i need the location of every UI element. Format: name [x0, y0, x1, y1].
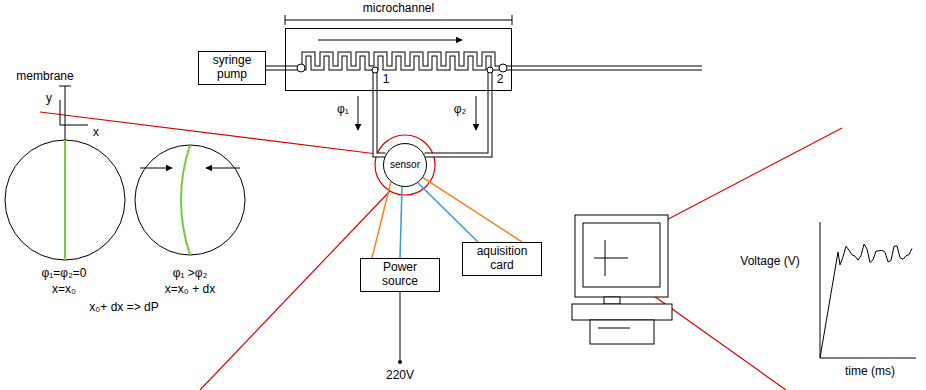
pressure-arrow	[358, 96, 359, 130]
bracket	[285, 15, 512, 25]
flow-arrow	[318, 40, 462, 41]
node-text: syringe pump	[203, 54, 261, 82]
node-text: aquisition card	[467, 245, 537, 273]
pump-box: syringe pump	[198, 51, 266, 85]
power-wire	[372, 182, 391, 258]
wire-connector	[372, 182, 391, 258]
tube-wall	[266, 66, 285, 71]
node-text: Power source	[365, 261, 435, 289]
axes	[60, 100, 88, 125]
axis-label: Voltage (V)	[740, 255, 799, 269]
wire-connector	[423, 178, 522, 242]
membrane-leader	[59, 86, 71, 87]
tube-connector	[266, 68, 285, 69]
tube-connector	[375, 91, 385, 155]
serpentine-channel	[285, 54, 502, 68]
pressure-taps	[372, 67, 493, 92]
state-label: x=x₀	[52, 283, 76, 297]
daq-box: aquisition card	[462, 242, 542, 276]
membrane-deflected	[135, 145, 245, 255]
membrane-rest	[5, 140, 125, 260]
microchannel-chip: microchannel	[285, 28, 512, 91]
node-text: sensor	[390, 159, 420, 171]
part-label: membrane	[16, 70, 73, 84]
point-number: 1	[383, 73, 390, 87]
state-label: φ₁ >φ₂	[173, 267, 208, 281]
point-number: 2	[497, 73, 504, 87]
pressure-label: φ₂	[454, 103, 466, 117]
tube-wall	[425, 91, 490, 155]
membrane-leader	[65, 86, 66, 140]
state-label: x=x₀ + dx	[165, 283, 215, 297]
relation-note: x₀+ dx => dP	[89, 301, 158, 315]
supply-voltage: 220V	[386, 369, 414, 383]
axis-label: y	[46, 92, 52, 106]
chip-heading: microchannel	[286, 2, 511, 16]
tube-bore	[375, 91, 385, 155]
state-label: φ₁=φ₂=0	[42, 267, 87, 281]
tube-connector	[425, 91, 490, 155]
computer	[572, 215, 672, 344]
voltage-chart	[820, 222, 916, 358]
pressure-arrow	[476, 96, 477, 130]
pressure-label: φ₁	[337, 103, 349, 117]
axis-label: time (ms)	[845, 365, 895, 379]
axis-label: x	[93, 126, 99, 140]
mains-line	[398, 284, 402, 364]
outlet-tube	[297, 64, 703, 72]
tube-wall	[375, 91, 385, 155]
tube-bore	[425, 91, 490, 155]
power-wire	[423, 178, 522, 242]
sensor-circle: sensor	[383, 143, 427, 187]
tube-bore	[266, 67, 285, 70]
power-box: Power source	[360, 258, 440, 292]
